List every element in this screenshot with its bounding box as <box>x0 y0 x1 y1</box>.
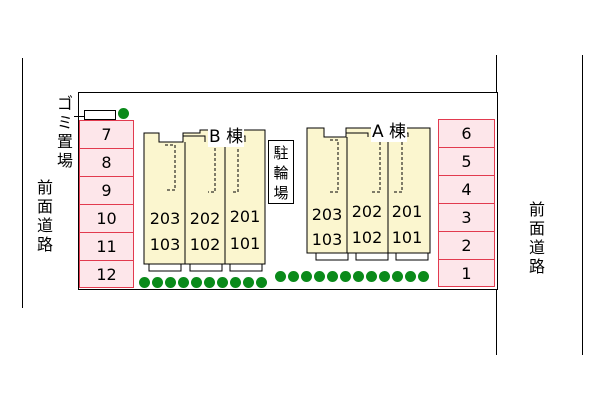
building-b-unit-203: 203 <box>149 209 181 228</box>
building-a-unit-102: 102 <box>351 228 383 247</box>
parking-space-12: 12 <box>79 260 134 288</box>
tree-icon <box>314 271 325 282</box>
parking-space-6: 6 <box>438 119 495 148</box>
tree-icon <box>275 271 286 282</box>
right-road-label: 前面道路 <box>528 200 545 276</box>
building-b-unit-103: 103 <box>149 235 181 254</box>
tree-icon <box>405 271 416 282</box>
left-road-label: 前面道路 <box>36 178 53 254</box>
parking-space-11: 11 <box>79 232 134 261</box>
parking-space-8: 8 <box>79 148 134 177</box>
building-b-label: B 棟 <box>208 122 245 147</box>
tree-icon <box>191 277 202 288</box>
building-a-unit-201: 201 <box>391 202 423 221</box>
parking-space-2: 2 <box>438 231 495 260</box>
parking-space-10: 10 <box>79 204 134 233</box>
building-a-unit-103: 103 <box>311 230 343 249</box>
bicycle-parking: 駐輪場 <box>268 140 294 204</box>
left-road-edge <box>22 58 23 308</box>
tree-icon <box>392 271 403 282</box>
parking-space-3: 3 <box>438 203 495 232</box>
garbage-area-label: ゴミ置場 <box>56 94 73 170</box>
building-a-unit-101: 101 <box>391 228 423 247</box>
tree-icon <box>288 271 299 282</box>
tree-icon <box>178 277 189 288</box>
tree-icon <box>340 271 351 282</box>
bicycle-parking-label: 駐輪場 <box>273 144 289 202</box>
tree-icon <box>301 271 312 282</box>
right-road-outer-edge <box>582 55 583 355</box>
parking-space-1: 1 <box>438 259 495 287</box>
building-b-unit-102: 102 <box>189 235 221 254</box>
parking-space-5: 5 <box>438 147 495 176</box>
garbage-area <box>84 110 116 120</box>
tree-icon <box>379 271 390 282</box>
tree-icon <box>204 277 215 288</box>
tree-icon <box>366 271 377 282</box>
parking-space-4: 4 <box>438 175 495 204</box>
tree-icon <box>353 271 364 282</box>
building-b-unit-101: 101 <box>229 234 261 253</box>
tree-icon <box>217 277 228 288</box>
tree-icon <box>256 277 267 288</box>
garbage-leader-line <box>74 116 88 117</box>
building-a-unit-203: 203 <box>311 205 343 224</box>
tree-icon <box>118 108 129 119</box>
tree-icon <box>327 271 338 282</box>
tree-icon <box>152 277 163 288</box>
building-a-unit-202: 202 <box>351 202 383 221</box>
building-b-unit-202: 202 <box>189 209 221 228</box>
tree-icon <box>243 277 254 288</box>
parking-space-7: 7 <box>79 120 134 149</box>
tree-icon <box>418 271 429 282</box>
parking-space-9: 9 <box>79 176 134 205</box>
tree-icon <box>165 277 176 288</box>
building-a-label: A 棟 <box>371 117 408 142</box>
tree-icon <box>139 277 150 288</box>
tree-icon <box>230 277 241 288</box>
building-b-unit-201: 201 <box>229 207 261 226</box>
